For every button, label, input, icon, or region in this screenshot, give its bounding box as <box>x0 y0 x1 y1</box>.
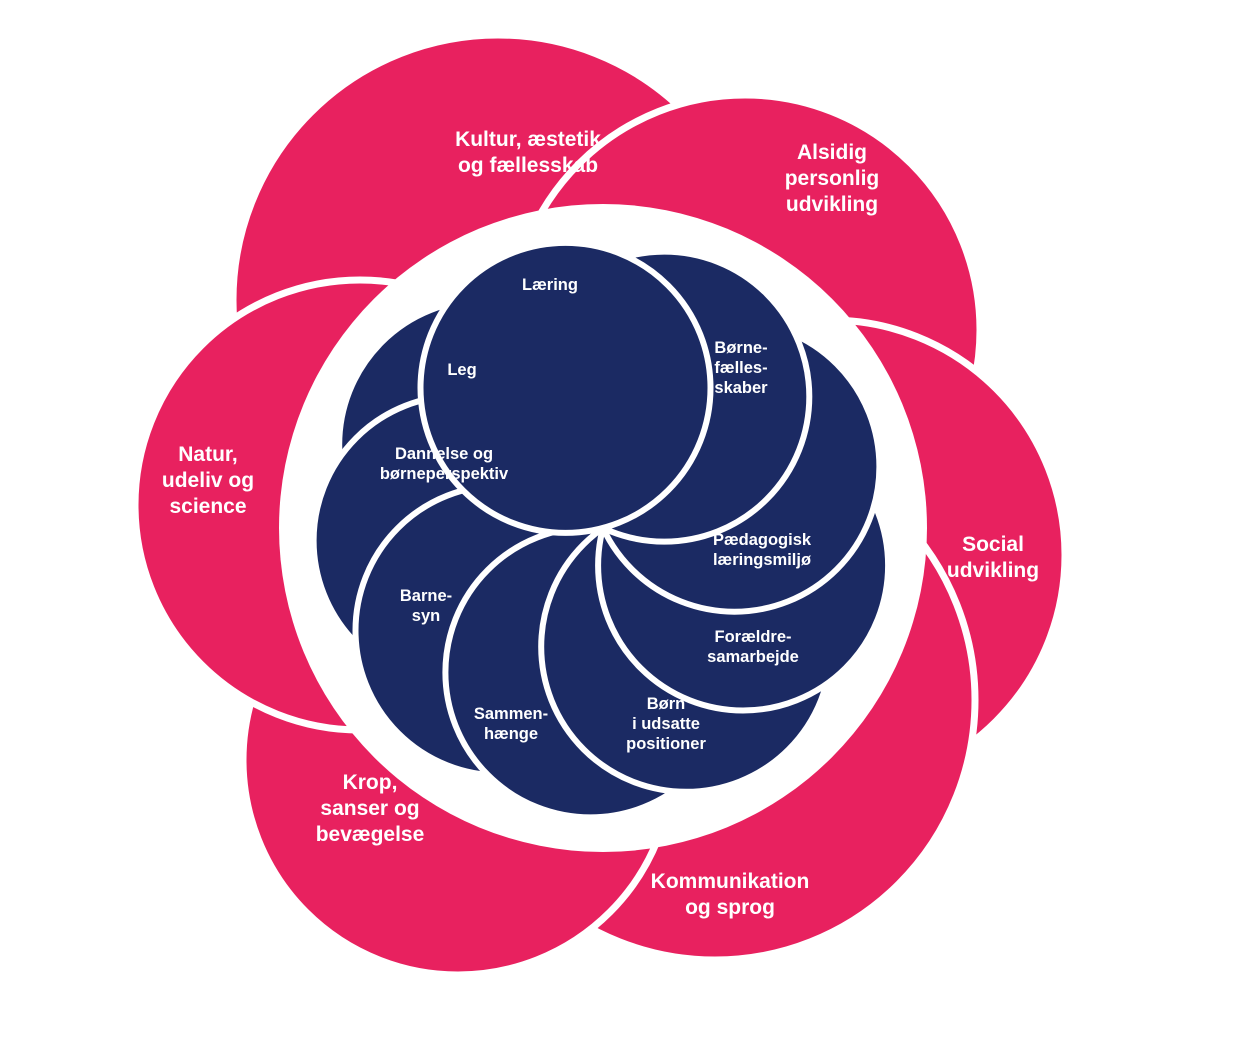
inner-label-line: Forældre- <box>714 628 791 646</box>
outer-labels-layer: Kultur, æstetik og fællesskab Alsidig perso… <box>162 128 1039 919</box>
outer-label-line: Kommunikation <box>651 870 810 893</box>
inner-label-line: samarbejde <box>707 648 799 666</box>
inner-label-leg: Leg <box>447 361 476 379</box>
outer-label-kultur: Kultur, æstetik og fællesskab <box>455 128 601 177</box>
inner-label-line: børneperspektiv <box>380 465 509 483</box>
inner-label-line: hænge <box>484 725 538 743</box>
inner-label-dannelse: Dannelse og børneperspektiv <box>380 445 509 483</box>
outer-label-line: sanser og <box>320 797 419 820</box>
inner-label-line: positioner <box>626 735 706 753</box>
outer-label-line: Krop, <box>343 771 398 794</box>
inner-label-sammenhaenge: Sammen-hænge <box>474 705 548 743</box>
inner-label-line: Pædagogisk <box>713 531 812 549</box>
inner-pinwheel-layer <box>310 239 892 821</box>
outer-label-kommunikation: Kommunikation og sprog <box>651 870 810 919</box>
inner-label-foraeldresamarbejde: Forældre-samarbejde <box>707 628 799 666</box>
inner-label-line: Børn <box>647 695 686 713</box>
inner-label-line: i udsatte <box>632 715 700 733</box>
outer-label-social: Social udvikling <box>947 533 1039 582</box>
outer-label-line: Kultur, æstetik <box>455 128 601 151</box>
inner-label-line: Børne- <box>714 339 767 357</box>
inner-label-born-udsatte: Børn i udsatte positioner <box>626 695 706 753</box>
inner-label-barnesyn: Barne-syn <box>400 587 452 625</box>
inner-label-line: syn <box>412 607 440 625</box>
inner-label-line: Leg <box>447 361 476 379</box>
inner-label-line: fælles- <box>714 359 767 377</box>
inner-label-line: læringsmiljø <box>713 551 811 569</box>
inner-label-line: Barne- <box>400 587 452 605</box>
inner-label-bornefaellesskaber: Børne-fælles-skaber <box>714 339 768 397</box>
outer-label-line: science <box>169 495 246 518</box>
outer-label-line: og fællesskab <box>458 154 598 177</box>
inner-blade-laering <box>417 239 714 536</box>
outer-label-line: Alsidig <box>797 141 867 164</box>
inner-label-laering: Læring <box>522 276 578 294</box>
inner-label-paedagogisk: Pædagogisk læringsmiljø <box>713 531 812 569</box>
outer-label-alsidig: Alsidig personlig udvikling <box>785 141 880 216</box>
outer-label-line: personlig <box>785 167 880 190</box>
outer-label-line: og sprog <box>685 896 775 919</box>
inner-label-line: skaber <box>714 379 768 397</box>
inner-label-line: Dannelse og <box>395 445 493 463</box>
outer-label-line: udvikling <box>786 193 878 216</box>
outer-label-line: Natur, <box>178 443 238 466</box>
outer-label-krop: Krop, sanser og bevægelse <box>316 771 425 846</box>
outer-label-line: udvikling <box>947 559 1039 582</box>
outer-label-natur: Natur, udeliv og science <box>162 443 254 518</box>
outer-label-line: udeliv og <box>162 469 254 492</box>
inner-label-line: Sammen- <box>474 705 548 723</box>
outer-label-line: Social <box>962 533 1024 556</box>
inner-label-line: Læring <box>522 276 578 294</box>
outer-label-line: bevægelse <box>316 823 425 846</box>
